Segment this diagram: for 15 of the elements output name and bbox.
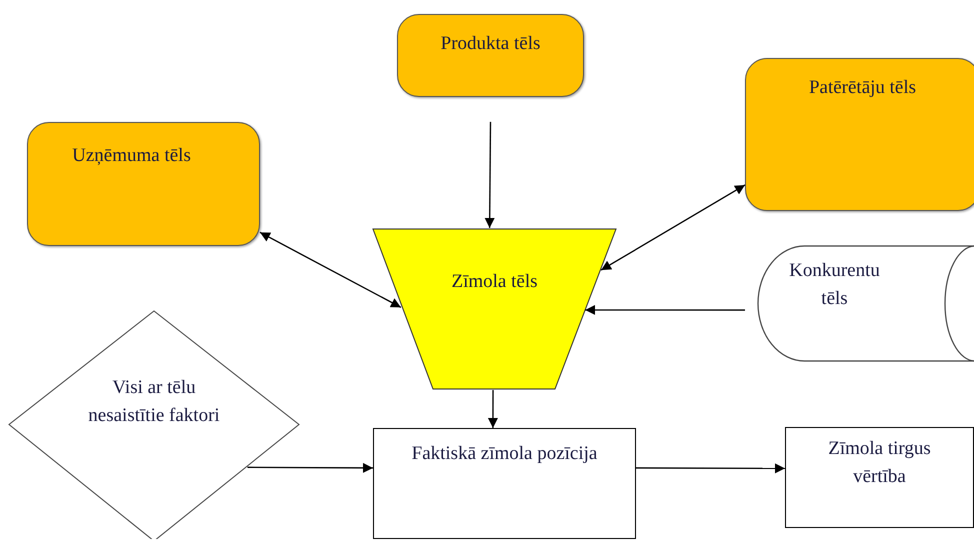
node-label: Visi ar tēlu nesaistītie faktori <box>88 376 220 428</box>
arrow <box>488 390 498 428</box>
node-label: Konkurentu tēls <box>789 259 880 311</box>
node-label: Zīmola tirgus vērtība <box>827 437 932 489</box>
node-label: Zīmola tēls <box>451 270 538 294</box>
arrow <box>484 122 495 228</box>
arrow <box>600 184 746 271</box>
node-label: Faktiskā zīmola pozīcija <box>412 442 598 466</box>
node-label: Patērētāju tēls <box>808 76 916 100</box>
arrow <box>247 462 373 473</box>
arrow <box>585 304 745 315</box>
node-label: Uzņēmuma tēls <box>72 144 191 168</box>
arrow <box>260 232 402 308</box>
arrow <box>636 463 785 474</box>
node-label: Produkta tēls <box>440 32 540 56</box>
